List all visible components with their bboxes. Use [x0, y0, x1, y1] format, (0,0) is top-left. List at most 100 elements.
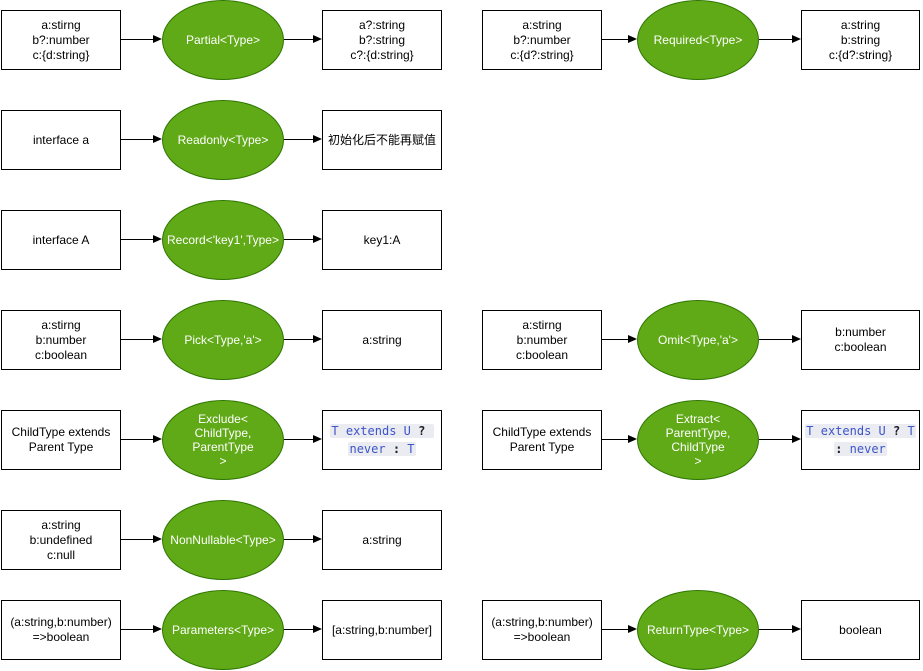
type-result-line: c:boolean	[834, 340, 887, 354]
output-box: boolean	[801, 600, 920, 660]
utility-type-ellipse: Required<Type>	[637, 0, 759, 80]
utility-type-ellipse: Pick<Type,'a'>	[162, 300, 284, 380]
type-definition-line: interface a	[32, 132, 90, 147]
output-box: a:string	[322, 510, 442, 570]
arrow-connector	[284, 535, 322, 544]
code-highlight: never : T	[348, 442, 416, 456]
code-highlight: T extends U ?	[330, 424, 434, 438]
code-token: :	[385, 442, 408, 456]
arrow-connector	[284, 135, 322, 144]
utility-type-label: Parameters<Type>	[171, 623, 275, 637]
utility-type-ellipse: NonNullable<Type>	[162, 500, 284, 580]
arrow-connector	[759, 335, 801, 344]
arrow-connector	[121, 135, 162, 144]
output-box: [a:string,b:number]	[322, 600, 442, 660]
type-definition-line: a:stirng	[41, 317, 81, 332]
type-definition-line: b?:number	[513, 32, 571, 47]
utility-type-ellipse: Parameters<Type>	[162, 590, 284, 670]
utility-type-label: ChildType,	[194, 426, 252, 440]
type-result-line: key1:A	[363, 232, 401, 247]
utility-type-label: Pick<Type,'a'>	[184, 333, 262, 347]
output-box: 初始化后不能再赋值	[322, 110, 442, 170]
code-token: :	[835, 442, 850, 456]
type-definition-line: c:{d:string}	[32, 47, 90, 62]
output-box: a:string	[322, 310, 442, 370]
code-highlight: : never	[834, 442, 887, 456]
type-result-line: boolean	[839, 622, 882, 637]
arrow-connector	[602, 35, 637, 44]
type-result-line: a?:string	[358, 17, 406, 32]
type-definition-line: c:{d?:string}	[510, 47, 574, 62]
arrow-connector	[121, 235, 162, 244]
utility-type-ellipse: Readonly<Type>	[162, 100, 284, 180]
utility-type-label: Record<'key1',Type>	[167, 233, 279, 247]
type-definition-line: =>boolean	[32, 630, 90, 644]
arrow-connector	[121, 435, 162, 444]
utility-type-label: Omit<Type,'a'>	[658, 333, 738, 347]
code-token: T extends U	[806, 424, 886, 438]
arrow-connector	[284, 335, 322, 344]
type-result-line: a:string	[362, 532, 402, 547]
utility-type-label: Readonly<Type>	[177, 133, 269, 147]
utility-type-label: Required<Type>	[653, 33, 743, 47]
type-definition-line: ChildType extends	[492, 425, 592, 439]
output-box: T extends U ? never : T	[322, 410, 442, 470]
type-result-line: c?:{d:string}	[350, 47, 414, 62]
arrow-connector	[759, 435, 801, 444]
type-definition-line: Parent Type	[509, 440, 575, 454]
type-definition-line: (a:string,b:number)	[491, 615, 593, 629]
arrow-connector	[759, 625, 801, 634]
type-definition-line: b:undefined	[29, 532, 93, 547]
utility-type-ellipse: Exclude<ChildType,ParentType>	[162, 400, 284, 480]
utility-type-label: NonNullable<Type>	[170, 533, 276, 547]
arrow-connector	[121, 535, 162, 544]
type-definition-line: (a:string,b:number)	[10, 615, 112, 629]
type-result-line: 初始化后不能再赋值	[327, 132, 436, 147]
type-result-line: c:{d?:string}	[828, 47, 893, 62]
output-box: T extends U ? T: never	[801, 410, 920, 470]
type-result-line: b:string	[840, 32, 881, 47]
arrow-connector	[759, 35, 801, 44]
utility-type-label: >	[219, 454, 227, 468]
code-token: never	[849, 442, 886, 456]
utility-type-label: Exclude<	[198, 412, 248, 426]
type-result-line: [a:string,b:number]	[331, 622, 433, 637]
utility-type-label: Partial<Type>	[185, 33, 261, 47]
utility-type-label: ParentType,	[665, 426, 731, 440]
input-box: (a:string,b:number)=>boolean	[482, 600, 602, 660]
type-definition-line: b:number	[35, 332, 87, 347]
code-line: T extends U ? T	[805, 422, 916, 440]
type-definition-line: =>boolean	[513, 630, 571, 644]
code-line: never : T	[348, 440, 416, 458]
type-definition-line: c:boolean	[34, 347, 88, 362]
type-definition-line: a:string	[522, 17, 562, 32]
type-result-line: b?:string	[358, 32, 406, 47]
arrow-connector	[602, 625, 637, 634]
arrow-connector	[284, 435, 322, 444]
utility-type-label: ReturnType<Type>	[646, 623, 750, 637]
code-token: T	[407, 442, 415, 456]
arrow-connector	[284, 235, 322, 244]
arrow-connector	[602, 335, 637, 344]
output-box: key1:A	[322, 210, 442, 270]
input-box: interface a	[1, 110, 121, 170]
type-definition-line: ChildType extends	[11, 425, 111, 439]
type-definition-line: c:boolean	[515, 347, 569, 362]
utility-type-ellipse: Extract<ParentType,ChildType>	[637, 400, 759, 480]
code-token: ?	[410, 424, 433, 438]
utility-type-label: Extract<	[675, 412, 721, 426]
arrow-connector	[284, 625, 322, 634]
type-definition-line: c:null	[46, 547, 75, 562]
utility-type-label: ParentType	[192, 440, 254, 454]
arrow-connector	[121, 335, 162, 344]
code-line: : never	[834, 440, 887, 458]
code-token: ?	[885, 424, 908, 438]
